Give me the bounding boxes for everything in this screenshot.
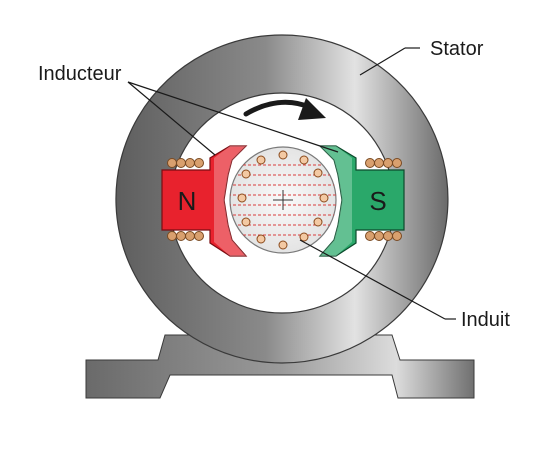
south-label: S [369, 186, 386, 216]
north-pole: N [161, 145, 248, 257]
leader-lines [127, 47, 456, 320]
winding-coils-right [365, 158, 402, 241]
inducteur-label: Inducteur [38, 63, 122, 85]
stator-base [85, 334, 475, 399]
rotation-arrow-icon [243, 98, 326, 120]
south-pole: S [318, 145, 405, 257]
north-label: N [178, 186, 197, 216]
rotor-conductors [237, 150, 329, 250]
winding-coils-left [167, 158, 204, 241]
stator-label: Stator [430, 38, 484, 60]
stator-ring [115, 34, 449, 364]
induit-label: Induit [461, 309, 510, 331]
rotor [229, 146, 337, 254]
